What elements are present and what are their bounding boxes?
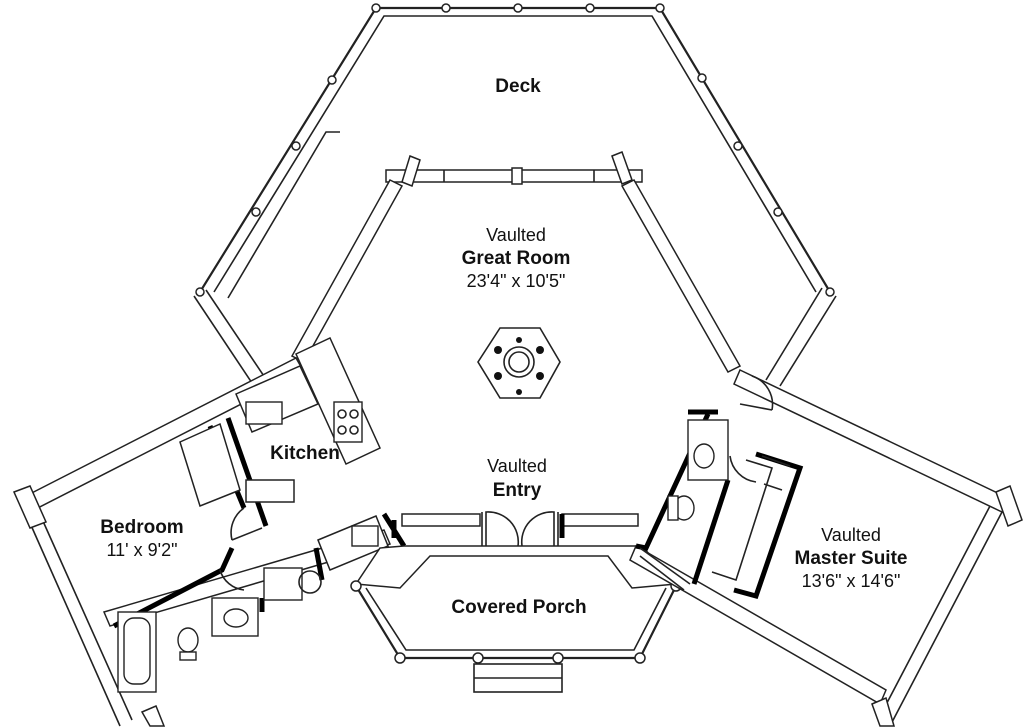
room-labels: Deck Vaulted Great Room 23'4" x 10'5" Ki… <box>100 76 907 618</box>
entry-label: Entry <box>493 480 542 501</box>
deck-outline <box>193 3 837 399</box>
deck-posts <box>195 3 835 297</box>
right-wing-walls <box>629 368 1023 727</box>
left-wing-walls <box>12 336 392 727</box>
kitchen-label: Kitchen <box>270 443 340 464</box>
great-room-prefix: Vaulted <box>486 225 546 245</box>
master-suite-dims: 13'6" x 14'6" <box>802 571 901 591</box>
entry-prefix: Vaulted <box>487 456 547 476</box>
porch-outline <box>350 545 682 693</box>
great-room-dims: 23'4" x 10'5" <box>467 271 566 291</box>
entry-doors <box>485 511 555 548</box>
covered-porch-label: Covered Porch <box>451 597 586 618</box>
bedroom-dims: 11' x 9'2" <box>107 540 178 560</box>
deck-label: Deck <box>495 76 541 97</box>
master-suite-prefix: Vaulted <box>821 525 881 545</box>
master-suite-label: Master Suite <box>795 548 908 569</box>
great-room-label: Great Room <box>462 248 571 269</box>
great-room-walls <box>290 151 742 373</box>
bedroom-label: Bedroom <box>100 517 183 538</box>
wood-stove <box>477 327 561 399</box>
